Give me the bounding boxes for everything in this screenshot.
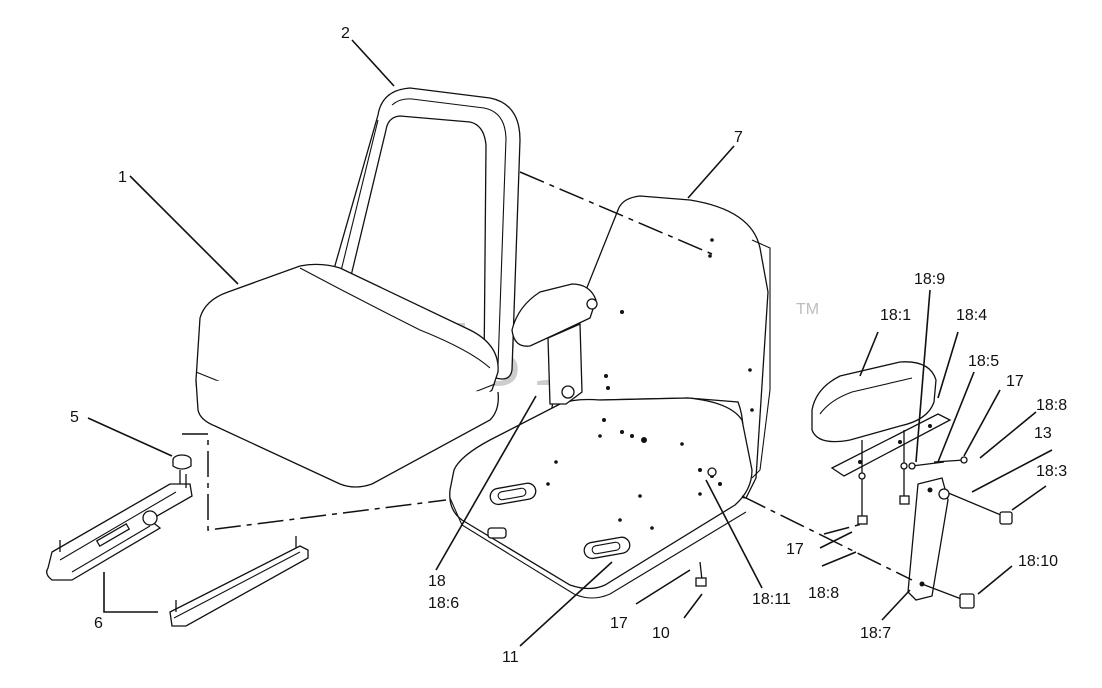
callout-18-3: 18:3 bbox=[1036, 463, 1067, 480]
watermark-trademark: TM bbox=[796, 301, 819, 318]
seat-back-part bbox=[331, 87, 521, 380]
callout-17-right: 17 bbox=[1006, 373, 1024, 390]
callout-17-middle: 17 bbox=[786, 541, 804, 558]
callout-18-11: 18:11 bbox=[752, 591, 791, 608]
callout-18-7: 18:7 bbox=[860, 625, 891, 642]
callout-11: 11 bbox=[502, 649, 519, 666]
seat-frame-part bbox=[449, 195, 771, 599]
callout-13: 13 bbox=[1034, 425, 1052, 442]
callout-18-6: 18:6 bbox=[428, 595, 459, 612]
leader-lines bbox=[87, 39, 1053, 647]
callout-18-5: 18:5 bbox=[968, 353, 999, 370]
callout-18-4: 18:4 bbox=[956, 307, 987, 324]
callout-18-9: 18:9 bbox=[914, 271, 945, 288]
callout-18-1: 18:1 bbox=[880, 307, 911, 324]
callout-labels: 1 2 7 5 6 18 18:6 11 17 10 18:11 18:9 18… bbox=[70, 25, 1067, 666]
callout-5: 5 bbox=[70, 409, 79, 426]
fasteners bbox=[172, 430, 1013, 609]
callout-6: 6 bbox=[94, 615, 103, 632]
right-armrest-pad-part bbox=[811, 361, 937, 443]
callout-17-bottom: 17 bbox=[610, 615, 628, 632]
seat-slide-rails-part bbox=[46, 470, 309, 627]
callout-7: 7 bbox=[734, 129, 743, 146]
seat-cushion-part bbox=[195, 263, 499, 488]
callout-1: 1 bbox=[118, 169, 127, 186]
callout-10: 10 bbox=[652, 625, 670, 642]
callout-18-10: 18:10 bbox=[1018, 553, 1058, 570]
callout-2: 2 bbox=[341, 25, 350, 42]
callout-18: 18 bbox=[428, 573, 446, 590]
alignment-lines bbox=[182, 171, 913, 581]
callout-18-8-bottom: 18:8 bbox=[808, 585, 839, 602]
callout-18-8-top: 18:8 bbox=[1036, 397, 1067, 414]
left-armrest-part bbox=[511, 283, 598, 405]
